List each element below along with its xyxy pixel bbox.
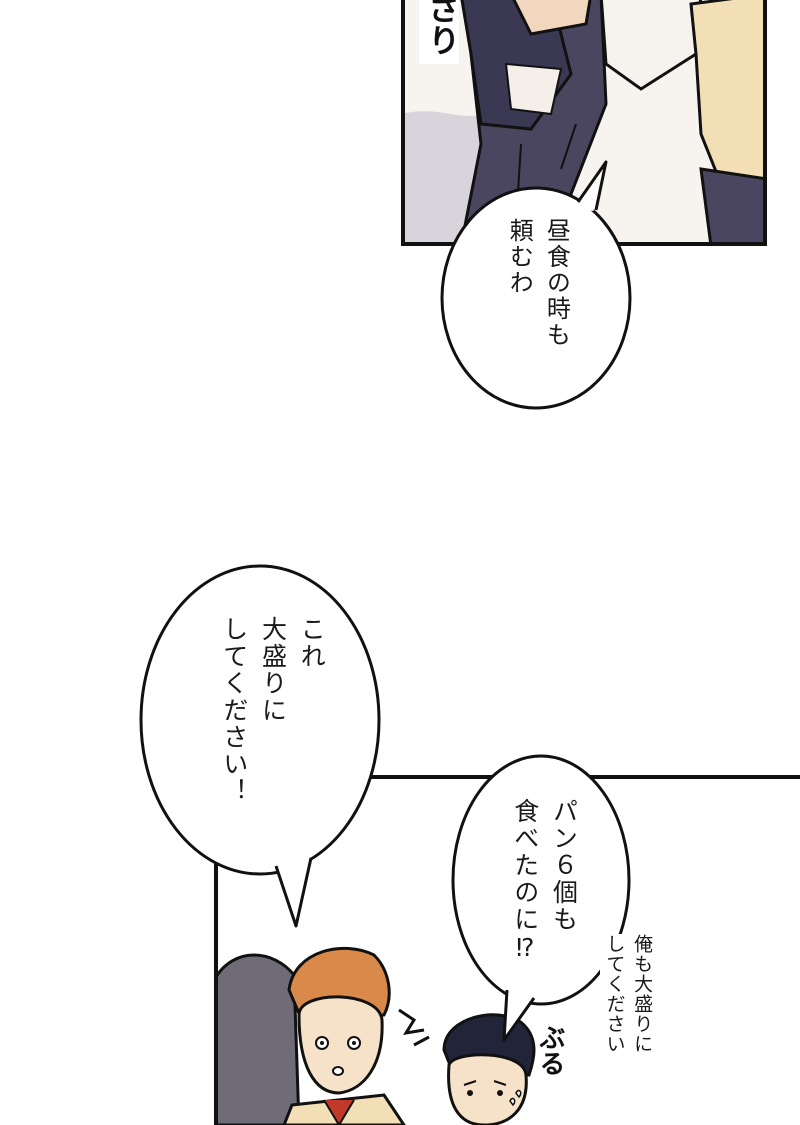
speech-text-order: これ 大盛りに してください！ — [219, 616, 327, 805]
top-panel-art — [405, 0, 763, 242]
speech-bubble-bread: パン６個も 食べたのに⁉ — [449, 752, 633, 1042]
speech-bubble-shape — [139, 564, 381, 928]
speech-text-bread: パン６個も 食べたのに⁉ — [510, 798, 579, 964]
speech-bubble-order: これ 大盛りに してください！ — [136, 560, 384, 930]
sfx-sari: さり — [423, 0, 461, 56]
speech-text-lunch: 昼食の時も 頼むわ — [505, 218, 571, 348]
speech-bubble-shape — [451, 754, 631, 1042]
speech-bubble-shape — [440, 160, 632, 410]
speech-bubble-lunch: 昼食の時も 頼むわ — [438, 160, 634, 412]
aside-text-me-too: 俺も大盛りに してください — [600, 934, 656, 1054]
sfx-buru: ぶる — [535, 1024, 565, 1076]
top-panel: さり — [401, 0, 767, 246]
rock-shape — [218, 953, 301, 1125]
